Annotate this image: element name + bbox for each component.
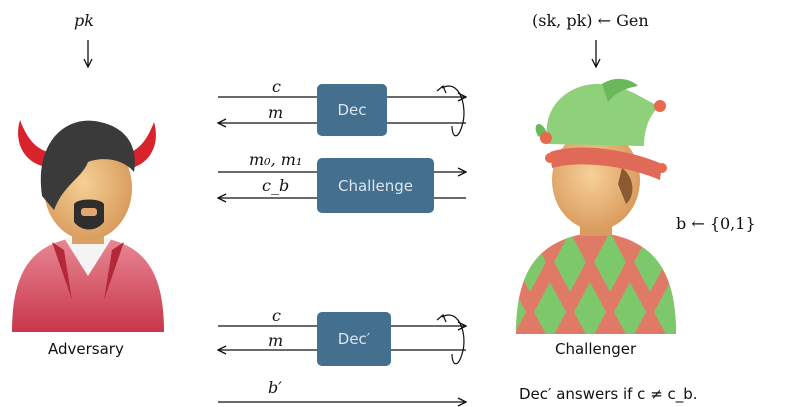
decprime-repeat-loop: [441, 314, 465, 365]
challenge-answer-label: c_b: [262, 176, 290, 195]
decprime-oracle-box: Dec′: [317, 312, 391, 366]
challenge-oracle-box: Challenge: [317, 158, 434, 213]
dec-repeat-loop: [441, 85, 465, 137]
decprime-query-label: c: [272, 306, 281, 325]
dec-query-label: c: [272, 77, 281, 96]
guess-label: b′: [268, 378, 282, 397]
bit-sample-label: b ← {0,1}: [676, 214, 756, 233]
dec-repeat-loop-head: [436, 85, 447, 94]
decprime-answer-label: m: [268, 331, 284, 350]
challenger-avatar: [516, 78, 676, 334]
challenger-name: Challenger: [555, 340, 637, 358]
dec-answer-label: m: [268, 103, 284, 122]
decprime-condition-note: Dec′ answers if c ≠ c_b.: [519, 385, 698, 403]
adversary-name: Adversary: [48, 340, 124, 358]
dec-oracle-box: Dec: [317, 84, 387, 136]
left-horn-icon: [18, 120, 48, 166]
challenge-query-label: m₀, m₁: [249, 150, 303, 169]
decprime-repeat-loop-head: [436, 314, 447, 323]
adversary-avatar: [12, 120, 164, 332]
pk-label: pk: [74, 11, 94, 30]
keygen-label: (sk, pk) ← Gen: [532, 11, 649, 30]
